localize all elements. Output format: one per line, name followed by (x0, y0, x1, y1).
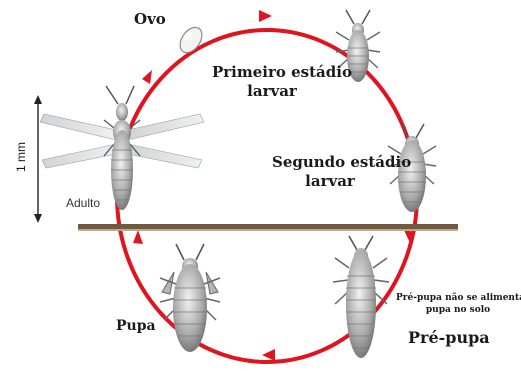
label-adulto: Adulto (66, 196, 100, 210)
soil-line (78, 224, 458, 229)
label-ovo: Ovo (134, 10, 166, 28)
pupa-icon (160, 244, 220, 352)
label-pupa: Pupa (116, 318, 156, 334)
arrow-top-icon (259, 10, 272, 22)
scale-bar (34, 95, 42, 223)
label-segundo-estadio: Segundo estádio larvar (272, 153, 388, 191)
label-pre-pupa-note: Pré-pupa não se alimenta e pupa no solo (396, 292, 520, 316)
soil-line-shadow (78, 229, 458, 231)
label-pre-pupa-note-line2: pupa no solo (396, 304, 520, 316)
label-primeiro-estadio: Primeiro estádio larvar (212, 63, 332, 101)
arrow-upper-left-icon (142, 70, 152, 84)
label-primeiro-line1: Primeiro estádio (212, 63, 332, 82)
scale-bar-label: 1 mm (14, 142, 28, 172)
label-segundo-line1: Segundo estádio (272, 153, 388, 172)
arrow-bottom-icon (262, 349, 275, 361)
label-pre-pupa-note-line1: Pré-pupa não se alimenta e (396, 292, 520, 304)
arrow-left-icon (133, 230, 143, 244)
adult-thrips-icon (40, 86, 204, 210)
label-pre-pupa: Pré-pupa (408, 328, 490, 347)
egg-icon (176, 23, 207, 56)
label-segundo-line2: larvar (272, 172, 388, 191)
label-primeiro-line2: larvar (212, 82, 332, 101)
